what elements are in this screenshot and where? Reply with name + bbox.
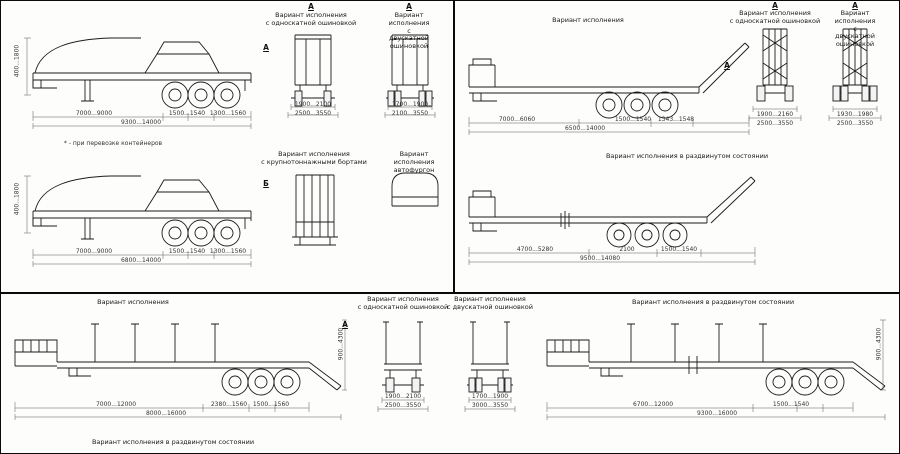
view-mark-a: А [772, 1, 778, 10]
dim-height: 400...1800 [13, 44, 21, 78]
view-arrow-b: Б [263, 179, 269, 188]
variant-single-tires-label: Вариант исполнения с односкатной ошиновк… [357, 295, 449, 311]
view-mark-a: А [308, 2, 314, 11]
van-body-view [391, 172, 439, 207]
panel-divider-horizontal [1, 292, 899, 294]
variant-single-tires-label: Вариант исполнения с односкатной ошиновк… [265, 11, 357, 27]
variant-extended-label-bottom: Вариант исполнения в раздвинутом состоян… [91, 438, 255, 446]
flatbed-side-view-1 [24, 37, 252, 129]
variant-label: Вариант исполнения [552, 16, 624, 24]
timber-extended-side-view [546, 319, 886, 420]
container-note: * - при перевозке контейнеров [63, 140, 163, 147]
panel-divider-vertical [453, 1, 455, 293]
highboard-front-view [292, 174, 338, 246]
dim-height: 400...1800 [13, 182, 21, 216]
variant-highboard-label: Вариант исполнения с крупнотоннажными бо… [261, 150, 367, 166]
timber-rear-view-dual [464, 321, 516, 412]
flatbed-side-view-2 [24, 175, 252, 267]
lowloader-rear-view-dual [828, 28, 882, 121]
variant-dual-tires-label: Вариант исполнения с двускатной ошиновко… [447, 295, 533, 311]
flatbed-rear-view-single [287, 34, 339, 118]
view-arrow-a: А [263, 43, 269, 52]
panel-flatbed: Вариант исполнения с односкатной ошиновк… [1, 1, 453, 292]
view-mark-a: А [852, 1, 858, 10]
lowloader-side-view [468, 42, 750, 135]
lowloader-extended-side-view [468, 176, 756, 265]
timber-side-view [14, 319, 347, 420]
variant-single-tires-label: Вариант исполнения с односкатной ошиновк… [729, 9, 821, 25]
variant-extended-label: Вариант исполнения в раздвинутом состоян… [605, 152, 769, 160]
flatbed-rear-view-dual [384, 34, 436, 118]
panel-lowloader: Вариант исполнения Вариант исполнения с о… [455, 1, 899, 292]
lowloader-rear-view-single [748, 28, 802, 121]
timber-rear-view-single [377, 321, 429, 412]
view-mark-a: А [406, 2, 412, 11]
